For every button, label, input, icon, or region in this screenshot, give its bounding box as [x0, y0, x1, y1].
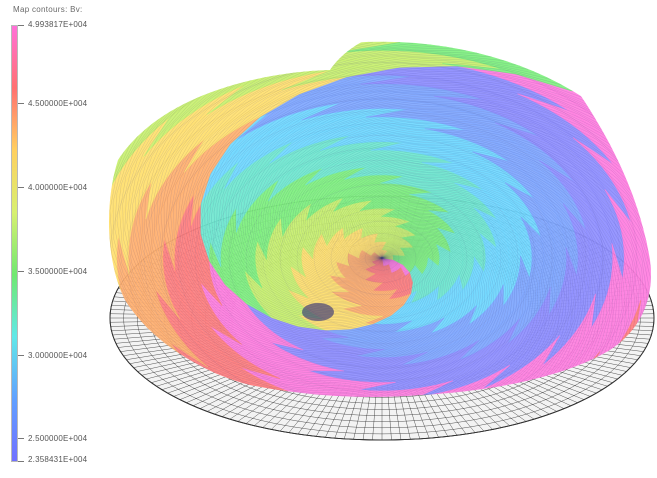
legend-color-bar	[11, 25, 18, 462]
legend-tick	[18, 355, 24, 356]
legend-tick-label: 4.993817E+004	[28, 20, 88, 29]
legend-tick	[18, 271, 24, 272]
legend-tick-label: 2.500000E+004	[28, 434, 88, 443]
legend-tick-label: 3.000000E+004	[28, 351, 88, 360]
legend-tick-label: 3.500000E+004	[28, 267, 88, 276]
legend-tick	[18, 438, 24, 439]
legend-tick	[18, 461, 24, 462]
legend-tick-label: 4.500000E+004	[28, 99, 88, 108]
legend-tick	[18, 25, 24, 26]
legend-tick	[18, 187, 24, 188]
legend-tick-label: 4.000000E+004	[28, 183, 88, 192]
legend-title: Map contours: Bv:	[13, 5, 83, 14]
legend-tick-label: 2.358431E+004	[28, 455, 88, 464]
legend-tick	[18, 103, 24, 104]
